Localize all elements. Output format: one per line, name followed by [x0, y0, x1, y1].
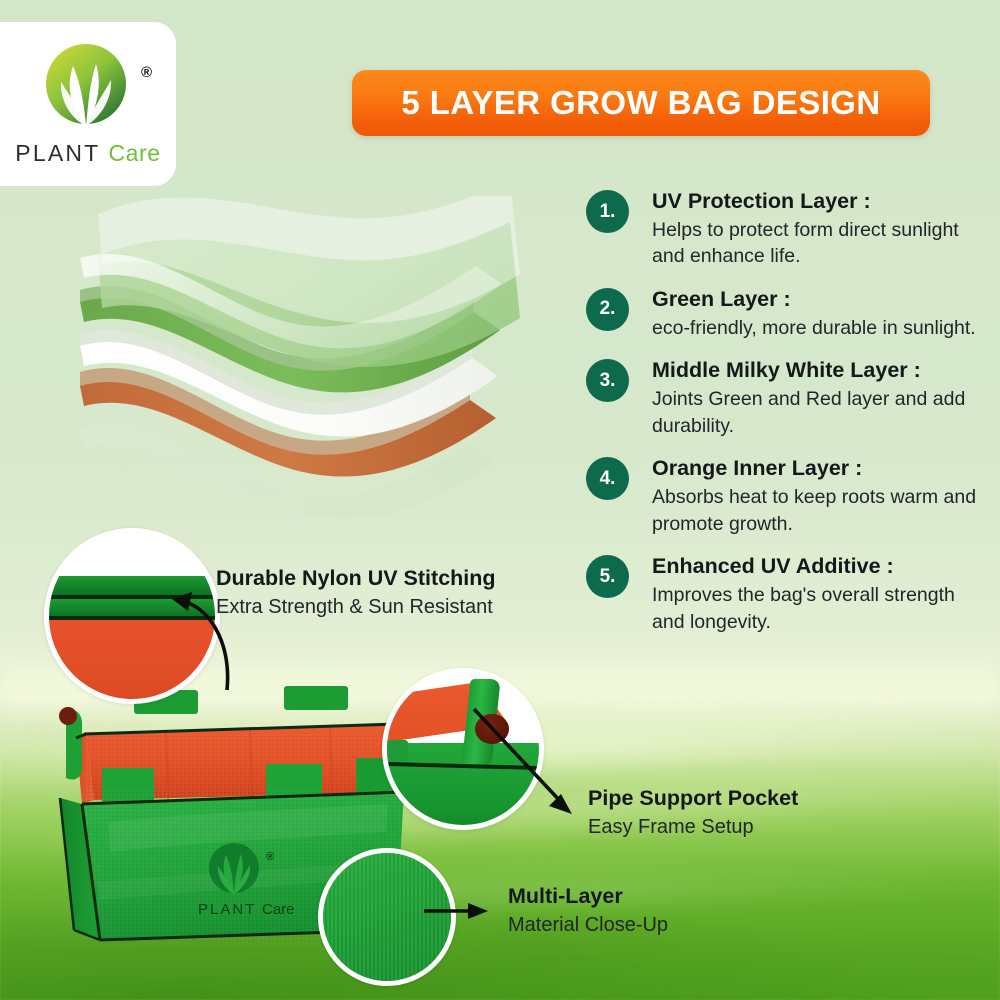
material-closeup-circle: [318, 848, 456, 986]
svg-text:PLANT: PLANT: [198, 901, 256, 918]
list-item-description: Joints Green and Red layer and add durab…: [652, 388, 966, 437]
callout-subtitle: Extra Strength & Sun Resistant: [216, 595, 493, 618]
inner-green-tab: [387, 739, 409, 768]
brand-name-secondary: Care: [108, 139, 161, 166]
layer-sheet-1: [80, 180, 520, 349]
pipe-opening: [475, 714, 510, 745]
callout-stitching: Durable Nylon UV Stitching Extra Strengt…: [216, 566, 496, 619]
list-item: 4. Orange Inner Layer : Absorbs heat to …: [586, 455, 982, 537]
stitch-band: [49, 599, 215, 618]
list-item-number-badge: 2.: [586, 287, 629, 331]
list-item-description: Absorbs heat to keep roots warm and prom…: [652, 486, 977, 535]
material-closeup-image: [323, 853, 451, 981]
list-item-description: Helps to protect form direct sunlight an…: [652, 218, 959, 268]
stitch-thread-line: [49, 595, 215, 600]
callout-title: Pipe Support Pocket: [588, 786, 799, 810]
list-item-number-badge: 3.: [586, 359, 629, 403]
title-banner: 5 LAYER GROW BAG DESIGN: [352, 70, 930, 136]
list-item: 3. Middle Milky White Layer : Joints Gre…: [586, 357, 982, 439]
callout-title: Multi-Layer: [508, 884, 623, 908]
list-item: 5. Enhanced UV Additive : Improves the b…: [586, 553, 982, 635]
pipe-pocket-closeup-image: [387, 673, 539, 825]
layer-sheet-3: [80, 330, 498, 437]
callout-subtitle: Easy Frame Setup: [588, 815, 754, 838]
list-item-number-badge: 5.: [586, 555, 629, 599]
callout-pipe-pocket: Pipe Support Pocket Easy Frame Setup: [588, 786, 798, 839]
list-item-number-badge: 1.: [586, 190, 629, 233]
layer-sheet-5: [80, 424, 494, 519]
list-item-title: UV Protection Layer :: [652, 189, 871, 213]
five-layer-stack-illustration: [58, 180, 578, 536]
leaf-circle-icon: ®: [40, 42, 152, 134]
list-item: 1. UV Protection Layer : Helps to protec…: [586, 188, 982, 270]
brand-logo-card: ® PLANT Care: [0, 22, 176, 186]
stitching-closeup-circle: [44, 528, 220, 704]
list-item-title: Enhanced UV Additive :: [652, 554, 894, 579]
stitch-thread-line: [49, 616, 215, 620]
svg-text:Care: Care: [262, 901, 295, 918]
pipe-pocket-closeup-circle: [382, 668, 544, 830]
callout-multilayer: Multi-Layer Material Close-Up: [508, 884, 668, 937]
list-item-description: Improves the bag's overall strength and …: [652, 583, 955, 633]
brand-name-primary: PLANT: [15, 139, 101, 166]
grow-bag-product-photo: ® PLANT Care: [38, 672, 438, 958]
layer-sheet-4: [80, 368, 496, 477]
svg-text:®: ®: [266, 851, 274, 863]
list-item-title: Orange Inner Layer :: [652, 456, 863, 481]
list-item-title: Green Layer :: [652, 286, 791, 311]
registered-trademark-icon: ®: [140, 63, 152, 81]
bag-printed-logo: ® PLANT Care: [198, 843, 295, 918]
list-item: 2. Green Layer : eco-friendly, more dura…: [586, 286, 982, 341]
stitch-band: [49, 576, 215, 597]
list-item-title: Middle Milky White Layer :: [652, 358, 921, 383]
list-item-number-badge: 4.: [586, 457, 629, 501]
stitching-closeup-image: [49, 533, 215, 699]
callout-subtitle: Material Close-Up: [508, 913, 669, 936]
liner-fabric-region: [49, 619, 215, 699]
list-item-description: eco-friendly, more durable in sunlight.: [652, 316, 976, 339]
page-title: 5 LAYER GROW BAG DESIGN: [401, 84, 881, 121]
layer-description-list: 1. UV Protection Layer : Helps to protec…: [586, 188, 982, 651]
callout-title: Durable Nylon UV Stitching: [216, 566, 496, 590]
